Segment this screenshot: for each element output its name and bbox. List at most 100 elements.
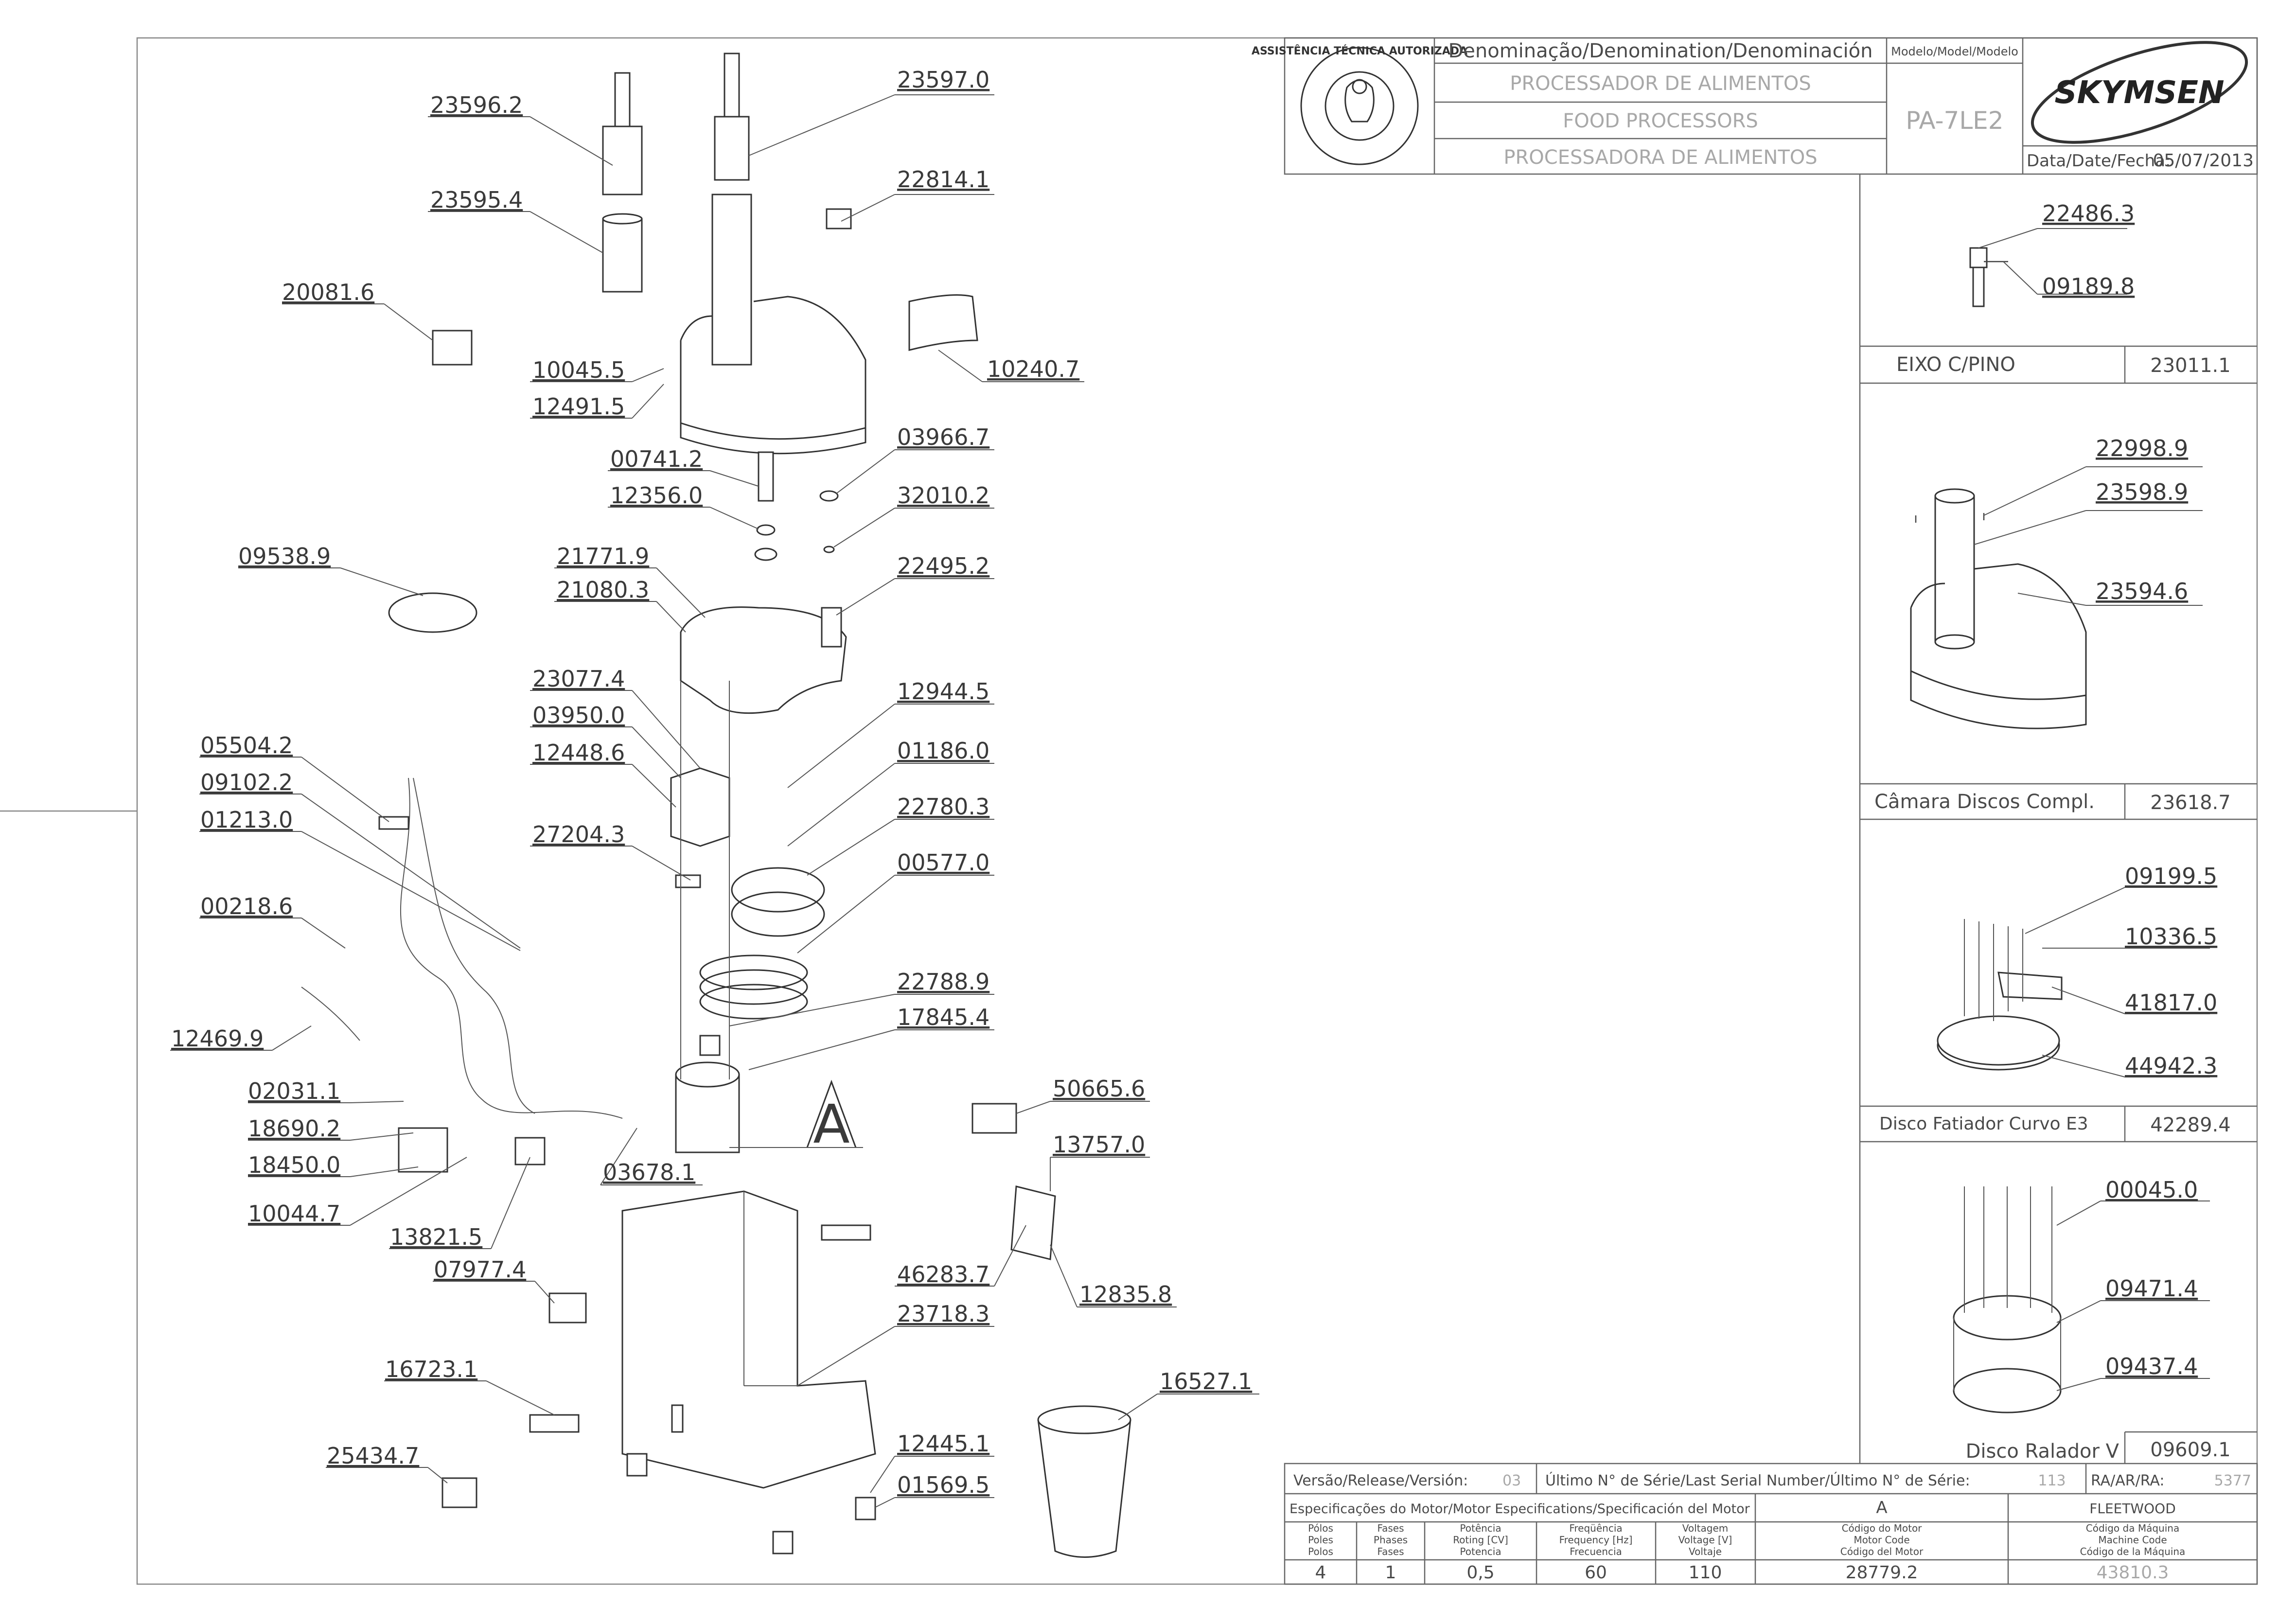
callout: 23718.3 — [897, 1301, 989, 1327]
callout: 01569.5 — [897, 1472, 989, 1498]
authorized-service-seal: ASSISTÊNCIA TÉCNICA AUTORIZADA — [1252, 45, 1467, 165]
callout: 12835.8 — [1079, 1281, 1172, 1307]
col-label: Pólos — [1308, 1522, 1333, 1534]
part-00045-0: 00045.0 — [2105, 1177, 2198, 1203]
callout: 13821.5 — [390, 1224, 482, 1250]
col-label: Código del Motor — [1840, 1546, 1924, 1557]
callout: 03678.1 — [603, 1159, 695, 1185]
col-machine-code: Código da Máquina Machine Code Código de… — [2080, 1522, 2186, 1583]
callout: 23597.0 — [897, 67, 989, 93]
callout: 12469.9 — [171, 1025, 264, 1052]
part-09471-4: 09471.4 — [2105, 1275, 2198, 1302]
callout: 32010.2 — [897, 482, 989, 509]
callout: 12448.6 — [532, 740, 625, 766]
name-es: PROCESSADORA DE ALIMENTOS — [1503, 146, 1817, 169]
col-power: Potência Roting [CV] Potencia 0,5 — [1453, 1522, 1508, 1583]
callout: 07977.4 — [434, 1256, 526, 1283]
col-label: Código da Máquina — [2086, 1522, 2179, 1534]
callout: 23595.4 — [430, 187, 523, 213]
assembly-label-a: A — [813, 1093, 849, 1155]
callout: 01213.0 — [200, 807, 293, 833]
serial-label: Último N° de Série/Last Serial Number/Úl… — [1545, 1471, 1970, 1489]
part-09189-8: 09189.8 — [2042, 273, 2135, 300]
callout: 12445.1 — [897, 1430, 989, 1457]
col-value: 4 — [1315, 1563, 1326, 1583]
callout: 17845.4 — [897, 1004, 989, 1030]
callout: 16527.1 — [1160, 1368, 1252, 1395]
callout: 22495.2 — [897, 553, 989, 579]
panel-eixo-code: 23011.1 — [2150, 354, 2230, 377]
col-label: Potência — [1460, 1522, 1501, 1534]
callout: 25434.7 — [327, 1443, 419, 1469]
panel-eixo: 22486.3 09189.8 EIXO C/PINO 23011.1 — [1896, 200, 2231, 377]
col-label: Machine Code — [2098, 1534, 2167, 1546]
col-label: Fases — [1377, 1522, 1404, 1534]
col-poles: Pólos Poles Polos 4 — [1308, 1522, 1333, 1583]
col-label: Voltage [V] — [1678, 1534, 1732, 1546]
col-frequency: Freqüência Frequency [Hz] Frecuencia 60 — [1559, 1522, 1633, 1583]
panel-camara: 22998.9 23598.9 23594.6 Câmara Discos Co… — [1874, 435, 2231, 814]
callout: 09102.2 — [200, 769, 293, 795]
callout: 23077.4 — [532, 666, 625, 692]
part-44942-3: 44942.3 — [2125, 1053, 2217, 1079]
callout: 10240.7 — [987, 356, 1079, 382]
col-value: 43810.3 — [2097, 1563, 2169, 1583]
part-23594-6: 23594.6 — [2096, 578, 2188, 604]
main-drawing: A — [170, 53, 1259, 1558]
release-label: Versão/Release/Versión: — [1293, 1472, 1468, 1489]
callout: 27204.3 — [532, 821, 625, 847]
col-label: Código do Motor — [1842, 1522, 1923, 1534]
part-10336-5: 10336.5 — [2125, 923, 2217, 950]
release-value: 03 — [1502, 1472, 1521, 1489]
col-label: Fases — [1377, 1546, 1404, 1557]
col-label: Polos — [1308, 1546, 1333, 1557]
col-label: Freqüência — [1569, 1522, 1622, 1534]
callout-labels: 23596.2 23597.0 23595.4 22814.1 20081.6 … — [171, 67, 1252, 1498]
date-value: 05/07/2013 — [2153, 151, 2254, 171]
callout: 18690.2 — [248, 1115, 340, 1142]
panel-ralador-code: 09609.1 — [2150, 1439, 2230, 1461]
col-label: Frecuencia — [1570, 1546, 1622, 1557]
callout: 22788.9 — [897, 969, 989, 995]
panel-fatiador-title: Disco Fatiador Curvo E3 — [1879, 1114, 2088, 1134]
col-label: Roting [CV] — [1453, 1534, 1508, 1546]
ra-label: RA/AR/RA: — [2091, 1472, 2164, 1489]
col-value: 60 — [1585, 1563, 1607, 1583]
col-value: 28779.2 — [1846, 1563, 1918, 1583]
part-22486-3: 22486.3 — [2042, 200, 2135, 227]
callout: 21771.9 — [557, 543, 649, 569]
callout: 00741.2 — [610, 446, 703, 472]
col-label: Poles — [1308, 1534, 1333, 1546]
col-value: 110 — [1689, 1563, 1722, 1583]
callout: 21080.3 — [557, 577, 649, 603]
callout: 18450.0 — [248, 1152, 340, 1178]
callout: 12356.0 — [610, 482, 703, 509]
name-pt: PROCESSADOR DE ALIMENTOS — [1510, 72, 1811, 95]
panel-fatiador: 09199.5 10336.5 41817.0 44942.3 Disco Fa… — [1879, 863, 2231, 1136]
part-09437-4: 09437.4 — [2105, 1353, 2198, 1379]
panel-fatiador-code: 42289.4 — [2150, 1114, 2230, 1136]
col-label: Phases — [1374, 1534, 1408, 1546]
model-label: Modelo/Model/Modelo — [1891, 45, 2018, 58]
callout: 00577.0 — [897, 849, 989, 876]
callout: 50665.6 — [1053, 1076, 1145, 1102]
panel-ralador: 00045.0 09471.4 09437.4 Disco Ralador V … — [1953, 1177, 2231, 1463]
callout: 03950.0 — [532, 702, 625, 728]
serial-value: 113 — [2038, 1472, 2066, 1489]
callout: 00218.6 — [200, 893, 293, 919]
col-label: Código de la Máquina — [2080, 1546, 2186, 1557]
callout: 22780.3 — [897, 794, 989, 820]
part-23598-9: 23598.9 — [2096, 479, 2188, 505]
callout: 16723.1 — [385, 1356, 477, 1382]
callout: 03966.7 — [897, 424, 989, 450]
motor-spec-table: Versão/Release/Versión: 03 Último N° de … — [1284, 1463, 2258, 1585]
panel-camara-code: 23618.7 — [2150, 792, 2230, 814]
callout: 12491.5 — [532, 393, 625, 420]
part-41817-0: 41817.0 — [2125, 989, 2217, 1016]
model-value: PA-7LE2 — [1906, 106, 2003, 135]
motor-type: A — [1876, 1498, 1887, 1518]
panel-camara-title: Câmara Discos Compl. — [1874, 791, 2095, 813]
callout: 05504.2 — [200, 732, 293, 759]
col-label: Voltagem — [1682, 1522, 1729, 1534]
